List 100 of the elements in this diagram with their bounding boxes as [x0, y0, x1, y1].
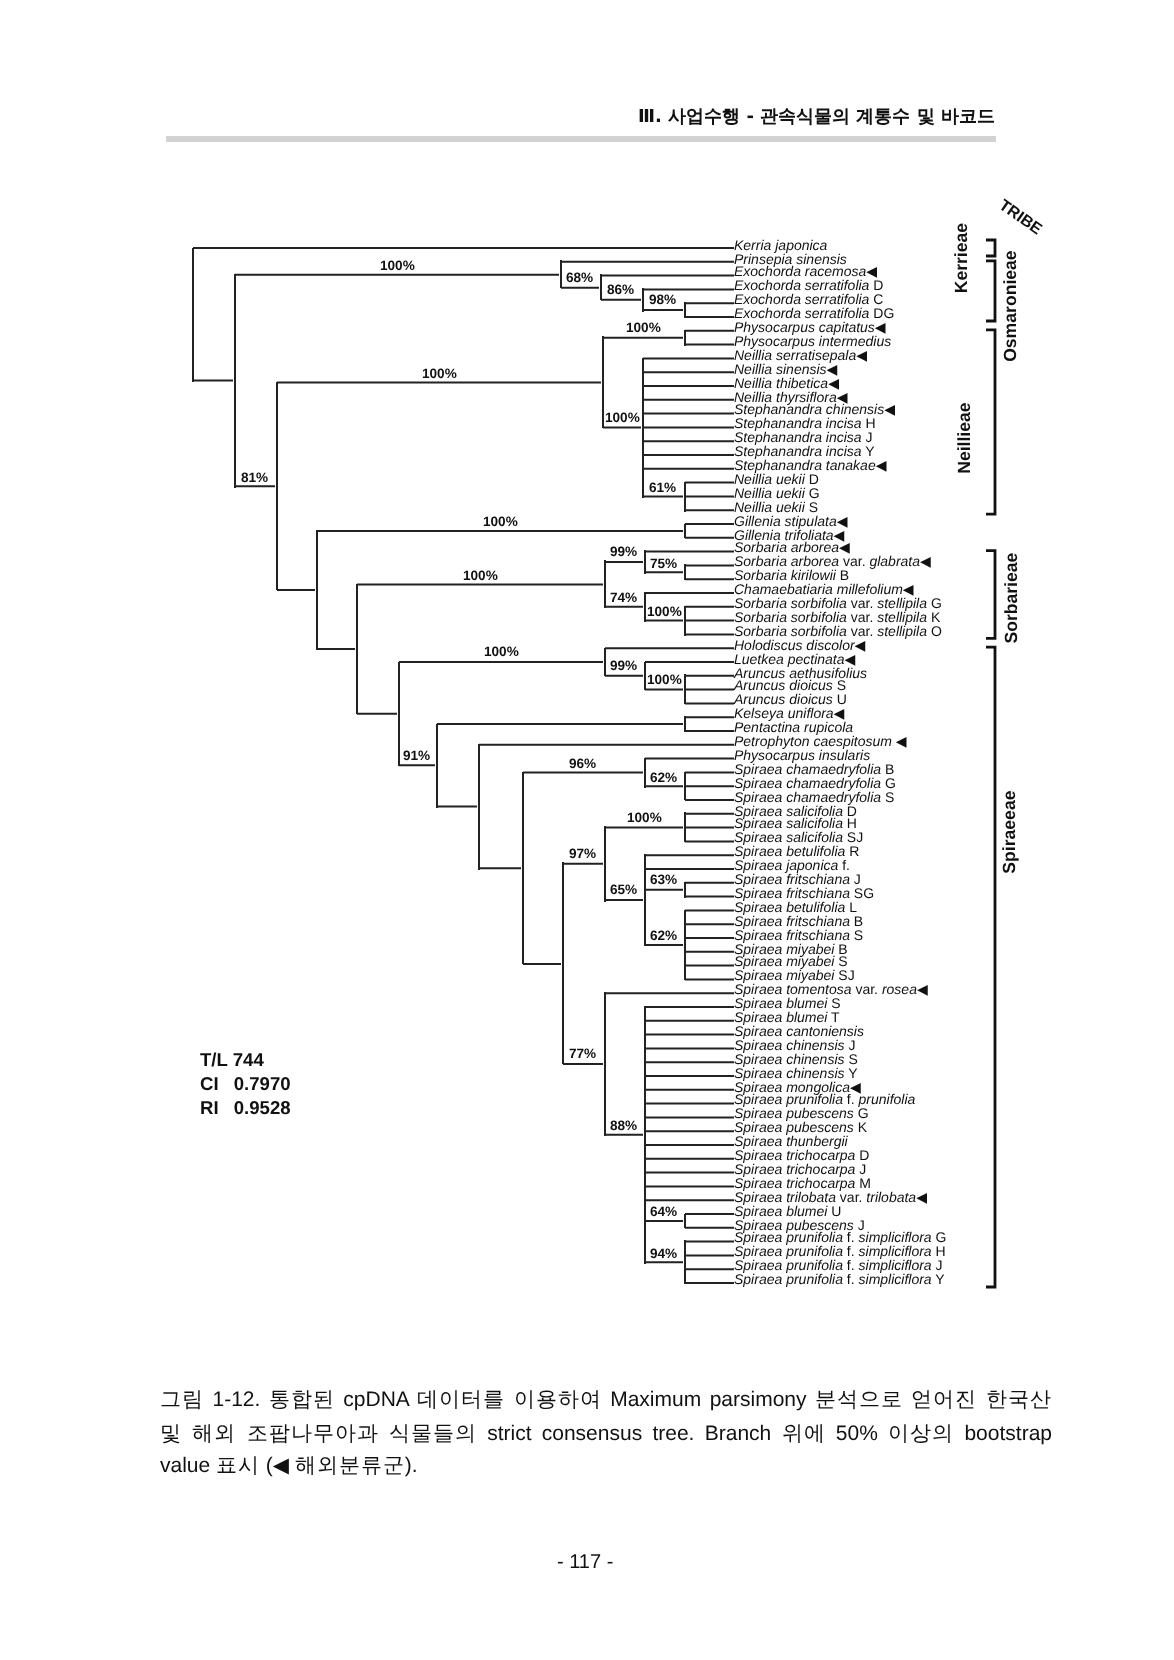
- branch-line: [600, 274, 735, 277]
- branch-line: [478, 743, 735, 746]
- branch-line: [562, 1062, 604, 1065]
- branch-line: [684, 881, 735, 884]
- branch-line: [522, 962, 562, 965]
- branch-line: [642, 440, 735, 443]
- branch-line: [644, 619, 684, 622]
- branch-line: [644, 1261, 684, 1264]
- branch-line: [276, 588, 316, 591]
- branch-line: [644, 1116, 735, 1119]
- branch-line: [684, 302, 735, 305]
- branch-line: [684, 578, 735, 581]
- branch-line: [684, 329, 735, 332]
- branch-line: [436, 723, 684, 726]
- tribe-name: Kerrieae: [950, 222, 971, 294]
- branch-line: [560, 286, 600, 289]
- branch-line: [684, 716, 735, 719]
- branch-line: [684, 840, 735, 843]
- branch-line: [644, 1144, 735, 1146]
- branch-line: [602, 336, 684, 339]
- branch-line: [644, 571, 684, 574]
- branch-line: [604, 826, 684, 829]
- branch-line: [684, 633, 735, 636]
- branch-line: [644, 550, 735, 553]
- branch-line: [684, 523, 735, 525]
- branch-line: [644, 1185, 735, 1188]
- figure-caption: 그림 1-12. 통합된 cpDNA 데이터를 이용하여 Maximum parsimony 분석으로 얻어진 한국산 및 해외 조팝나무아과 식물들의 strict consensus tree. Branch 위에 50% 이상의 bootstrap value 표시 (◀ 해외분류군).: [160, 1386, 1052, 1483]
- branch-line: [644, 1061, 735, 1064]
- branch-line: [684, 1268, 735, 1271]
- branch-line: [478, 867, 522, 870]
- branch-line: [192, 247, 735, 249]
- branch-line: [684, 978, 735, 981]
- branch-line: [642, 454, 735, 456]
- branch-line: [604, 899, 644, 902]
- branch-line: [642, 467, 735, 470]
- branch-line: [644, 868, 735, 870]
- branch-line: [684, 937, 735, 939]
- branch-line: [684, 481, 735, 484]
- branch-line: [562, 862, 604, 865]
- branch-line: [522, 771, 644, 774]
- branch-line: [644, 1157, 735, 1160]
- branch-line: [644, 1219, 684, 1222]
- branch-line: [644, 1033, 735, 1036]
- branch-line: [644, 688, 684, 691]
- branch-line: [642, 412, 735, 415]
- branch-line: [684, 509, 735, 512]
- branch-line: [604, 674, 644, 677]
- branch-line: [684, 1213, 735, 1215]
- branch-line: [684, 688, 735, 691]
- branch-line: [684, 1226, 735, 1229]
- branch-line: [644, 888, 684, 891]
- branch-line: [642, 288, 735, 291]
- branch-line: [684, 895, 735, 898]
- branch-line: [234, 485, 276, 488]
- branch-line: [644, 592, 735, 594]
- branch-line: [604, 560, 644, 563]
- tree-statistic: RI 0.9528: [200, 1098, 291, 1120]
- branch-line: [642, 371, 735, 374]
- branch-line: [644, 1088, 735, 1091]
- branch-line: [684, 1282, 735, 1284]
- branch-line: [684, 923, 735, 926]
- tribe-name: Sorbarieae: [1000, 551, 1021, 643]
- branch-line: [356, 712, 398, 715]
- branch-line: [684, 964, 735, 967]
- branch-line: [644, 1006, 735, 1008]
- branch-line: [684, 316, 735, 318]
- branch-line: [316, 648, 356, 650]
- branch-line: [684, 771, 735, 774]
- branch-line: [644, 1102, 735, 1105]
- branch-line: [356, 583, 604, 586]
- branch-line: [642, 357, 735, 360]
- branch-line: [644, 661, 735, 663]
- branch-line: [642, 426, 735, 429]
- branch-line: [684, 950, 735, 953]
- branch-line: [602, 426, 642, 429]
- branch-line: [684, 909, 735, 912]
- branch-line: [192, 379, 234, 382]
- branch-line: [684, 343, 735, 346]
- page-header: Ⅲ. 사업수행 - 관속식물의 계통수 및 바코드: [638, 108, 995, 129]
- branch-line: [684, 536, 735, 539]
- branch-line: [684, 619, 735, 622]
- tribe-name: Spiraeeae: [999, 790, 1020, 874]
- branch-line: [644, 854, 735, 857]
- branch-line: [604, 605, 644, 608]
- branch-line: [684, 799, 735, 801]
- branch-line: [684, 730, 735, 732]
- tribe-name: Neillieae: [952, 402, 973, 474]
- branch-line: [642, 398, 735, 401]
- branch-line: [398, 661, 604, 663]
- branch-line: [642, 495, 684, 498]
- branch-line: [684, 1254, 735, 1257]
- branch-line: [560, 260, 735, 263]
- branch-line: [684, 785, 735, 788]
- branch-line: [604, 992, 735, 995]
- branch-line: [642, 385, 735, 387]
- branch-line: [684, 605, 735, 608]
- branch-line: [600, 298, 642, 301]
- branch-line: [684, 1240, 735, 1243]
- branch-line: [642, 309, 684, 312]
- branch-line: [644, 785, 684, 788]
